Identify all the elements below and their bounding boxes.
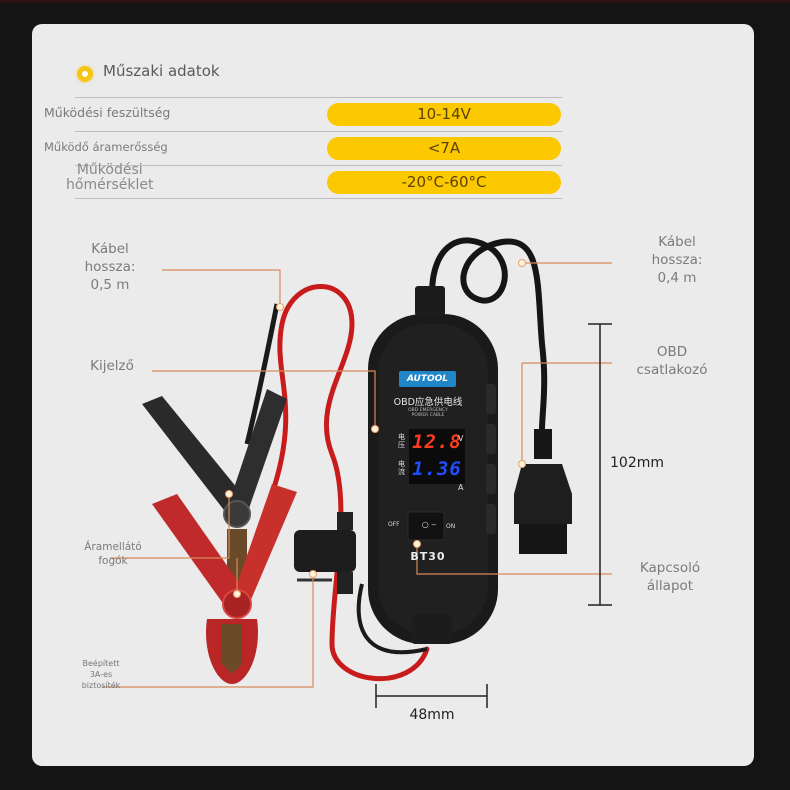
callout-display: Kijelző [90, 358, 134, 374]
spec-value-current: <7A [327, 137, 561, 160]
label-line: hőmérséklet [66, 177, 154, 193]
dimension-width: 48mm [409, 707, 455, 723]
callout-line: 3A-es [89, 670, 113, 679]
label-char: 电 [398, 433, 405, 441]
callout-line: 0,4 m [657, 270, 697, 286]
spec-card: Műszaki adatok Működési feszültség 10-14… [32, 24, 754, 766]
spec-label-voltage: Működési feszültség [44, 105, 171, 120]
rocker-switch[interactable]: ○ ‒ [421, 520, 437, 529]
brand-logo: AUTOOL [406, 374, 449, 384]
black-clamp [142, 389, 287, 584]
leader-lines [102, 262, 612, 688]
switch-on-label: ON [446, 523, 456, 530]
callout-line: Beépített [82, 659, 120, 668]
callout-line: Kábel [658, 234, 696, 250]
subtitle-line: POWER CABLE [411, 413, 445, 418]
label-line: Működési [76, 162, 143, 178]
callout-line: hossza: [84, 259, 136, 275]
model-label: BT30 [410, 550, 446, 563]
device-subtitle: OBD EMERGENCY POWER CABLE [390, 408, 466, 418]
callout-cable-right: Kábel hossza: 0,4 m [647, 233, 707, 287]
device-body [368, 286, 498, 644]
divider [75, 198, 562, 199]
current-readout: 1.36 [412, 458, 462, 480]
top-border [0, 0, 790, 3]
callout-obd: OBD csatlakozó [632, 343, 712, 379]
black-cable-left [244, 303, 280, 445]
voltage-unit: V [458, 434, 464, 443]
dimension-height: 102mm [610, 455, 664, 471]
voltage-label: 电 压 [398, 433, 405, 449]
callout-fuse: Beépített 3A-es biztosíték [76, 658, 126, 691]
divider [75, 131, 562, 132]
label-char: 电 [398, 460, 405, 468]
fuse-holder [294, 512, 356, 594]
divider [75, 97, 562, 98]
spec-value-voltage: 10-14V [327, 103, 561, 126]
voltage-readout: 12.8 [412, 431, 462, 453]
callout-line: Kábel [91, 241, 129, 257]
callout-clamps: Áramellátó fogók [78, 540, 148, 568]
device-title: OBD应急供电线 [393, 397, 463, 408]
label-char: 压 [398, 441, 405, 449]
obd-cable [429, 237, 548, 432]
label-char: 流 [398, 468, 405, 476]
callout-line: OBD [656, 344, 688, 360]
callout-line: Áramellátó [84, 541, 142, 553]
callout-cable-left: Kábel hossza: 0,5 m [80, 240, 140, 294]
callout-line: Kapcsoló [639, 560, 701, 576]
callout-line: állapot [646, 578, 694, 594]
dimension-lines [375, 323, 612, 708]
spec-label-temperature: Működési hőmérséklet [66, 163, 153, 193]
callout-line: hossza: [651, 252, 703, 268]
callout-line: biztosíték [81, 681, 121, 690]
bullet-icon [77, 66, 93, 82]
switch-off-label: OFF [388, 521, 400, 528]
spec-value-temperature: -20°C-60°C [327, 171, 561, 194]
product-illustration [102, 237, 612, 708]
spec-label-current: Működő áramerősség [44, 140, 168, 154]
callout-switch: Kapcsoló állapot [635, 559, 705, 595]
section-title: Műszaki adatok [103, 62, 220, 80]
callout-line: fogók [98, 555, 128, 567]
callout-dots [225, 259, 526, 598]
subtitle-line: OBD EMERGENCY [408, 408, 448, 413]
callout-line: csatlakozó [636, 362, 708, 378]
obd-connector [514, 429, 572, 554]
divider [75, 165, 562, 166]
callout-line: 0,5 m [90, 277, 130, 293]
current-unit: A [458, 483, 464, 492]
current-label: 电 流 [398, 460, 405, 476]
black-cable-lower [356, 583, 428, 655]
